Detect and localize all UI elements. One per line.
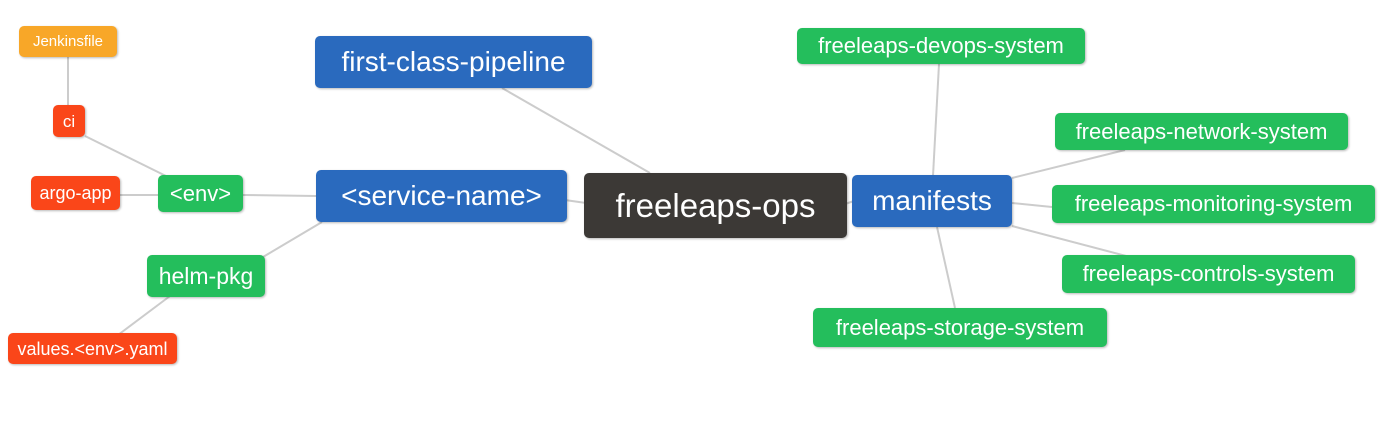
node-freeleaps-devops-system[interactable]: freeleaps-devops-system [797, 28, 1085, 64]
edge-env-service-name [242, 194, 317, 197]
edge-service-name-helm-pkg [262, 221, 323, 258]
edge-manifests-monitoring [1011, 202, 1053, 208]
edge-service-name-ops [564, 199, 587, 204]
edge-pipeline-ops [501, 87, 651, 174]
edge-ci-env [84, 135, 169, 178]
node-freeleaps-network-system[interactable]: freeleaps-network-system [1055, 113, 1348, 150]
edge-manifests-network [1011, 149, 1126, 179]
node-service-name[interactable]: <service-name> [316, 170, 567, 222]
node-argo-app[interactable]: argo-app [31, 176, 120, 210]
node-freeleaps-ops[interactable]: freeleaps-ops [584, 173, 847, 238]
node-manifests[interactable]: manifests [852, 175, 1012, 227]
node-values-env-yaml[interactable]: values.<env>.yaml [8, 333, 177, 364]
node-env[interactable]: <env> [158, 175, 243, 212]
node-first-class-pipeline[interactable]: first-class-pipeline [315, 36, 592, 88]
edge-helm-pkg-values [117, 295, 171, 336]
edge-manifests-controls [1011, 225, 1131, 258]
edge-manifests-devops [932, 63, 940, 177]
node-ci[interactable]: ci [53, 105, 85, 137]
node-freeleaps-storage-system[interactable]: freeleaps-storage-system [813, 308, 1107, 347]
node-jenkinsfile[interactable]: Jenkinsfile [19, 26, 117, 57]
node-freeleaps-monitoring-system[interactable]: freeleaps-monitoring-system [1052, 185, 1375, 223]
node-helm-pkg[interactable]: helm-pkg [147, 255, 265, 297]
node-freeleaps-controls-system[interactable]: freeleaps-controls-system [1062, 255, 1355, 293]
edge-manifests-storage [936, 226, 956, 309]
